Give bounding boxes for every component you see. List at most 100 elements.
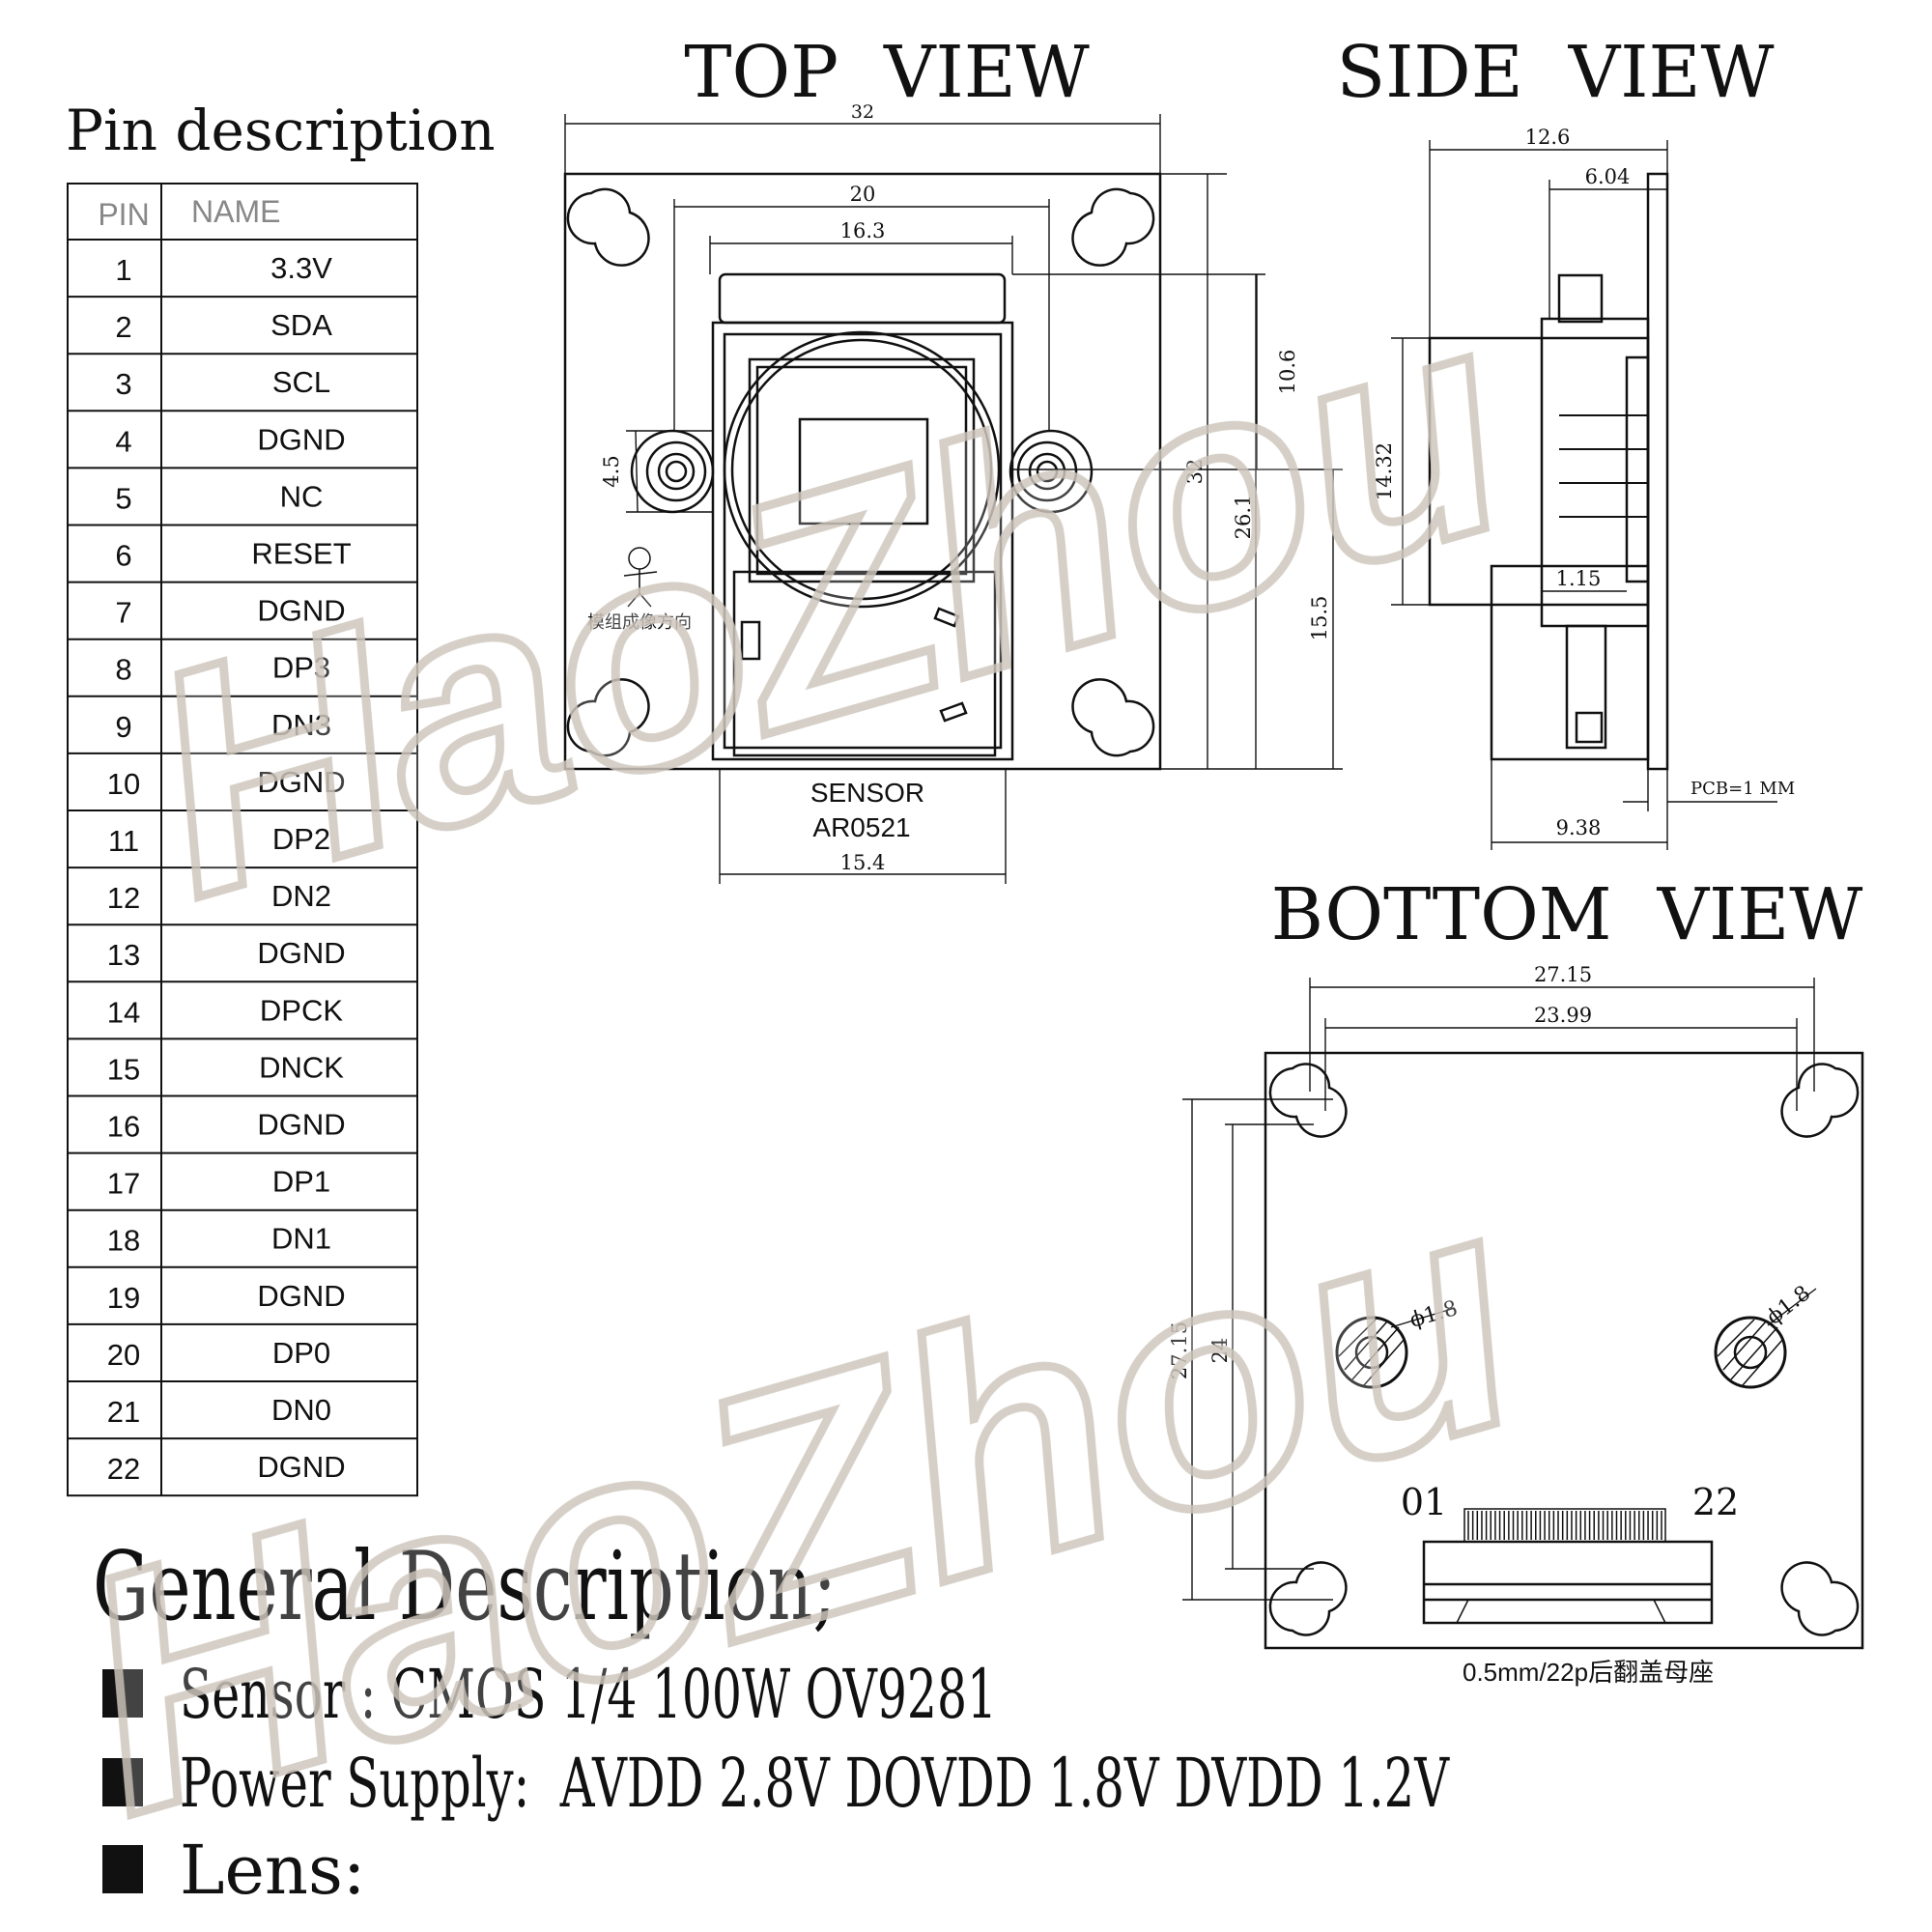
holder-slot-upper [933,607,960,628]
pin-name: DN3 [271,708,331,742]
connector-body [1422,1540,1714,1625]
pin-number: 2 [115,310,131,344]
lens-holder-top [718,272,1007,325]
top-view: TOP VIEW [563,31,1343,884]
bottom-dim-inner-width: 23.99 [1534,1004,1592,1027]
pin-table-header-pin: PIN [98,197,149,232]
pin-number: 7 [115,596,131,630]
bullet-2 [102,1758,143,1806]
connector-latch [1456,1599,1666,1624]
bullet-3 [102,1845,143,1893]
bottom-pcb-outline [1264,1051,1864,1650]
pin-name: DNCK [259,1050,344,1084]
bottom-dimensions [1182,978,1815,1601]
watermark-upper: HaoZhou [114,240,1540,963]
pin-number: 13 [107,938,140,972]
pin-number: 10 [107,767,140,801]
lens-barrel-inner [730,338,993,601]
pin-name: DGND [257,422,345,456]
holder-tab [740,620,761,661]
pin-number: 19 [107,1281,140,1315]
side-connector-pin [1575,711,1604,744]
side-dimensions [1391,140,1777,850]
top-dim-mount-spacing: 4.5 [600,455,623,487]
pin-name: DP2 [272,822,330,856]
top-dim-holder-width: 16.3 [840,219,886,242]
pin-number: 8 [115,653,131,687]
holder-slot-lower [939,701,968,723]
top-dim-inner-width: 20 [850,183,876,206]
top-dim-bottom-width: 15.4 [840,851,886,874]
pin-number: 9 [115,710,131,744]
side-hatch-lines [1559,414,1648,518]
pin-number: 22 [107,1452,140,1486]
connector-label: 0.5mm/22p后翻盖母座 [1463,1658,1714,1687]
side-lower-block [1490,564,1650,761]
bullet-1 [102,1669,143,1718]
pin-name: DP3 [272,651,330,685]
pin-description-title: Pin description [66,98,496,163]
pin-number: 6 [115,539,131,573]
orientation-label: 模组成像方向 [587,612,692,632]
pin-number: 5 [115,481,131,515]
bottom-dim-outer-width: 27.15 [1534,963,1592,986]
pin-number: 12 [107,881,140,915]
side-dim-height: 14.32 [1373,442,1396,500]
side-view: SIDE VIEW [1336,31,1795,850]
lens-square [748,357,976,583]
side-dim-pcb: PCB=1 MM [1690,779,1795,799]
pin-table-border [67,183,418,1497]
lens-holder-inner [723,332,1003,750]
pin-number: 1 [115,253,131,287]
side-dim-small: 1.15 [1556,567,1602,590]
side-pcb [1646,172,1669,771]
pin-name: SCL [272,365,330,399]
top-dim-width: 32 [851,101,874,123]
pin-number: 21 [107,1395,140,1429]
orientation-figure-icon [623,547,658,608]
bottom-dim-outer-height: 27.15 [1168,1321,1191,1379]
top-dim-right-b: 26.1 [1232,495,1255,540]
pin-name: DN1 [271,1222,331,1256]
general-title: General Description; [93,1532,837,1642]
side-connector [1565,624,1607,750]
side-top-cap [1557,273,1604,324]
pin-name: 3.3V [270,251,332,285]
pin-name: SDA [270,308,332,342]
pin-name: DN2 [271,879,331,913]
side-clip [1625,355,1650,583]
connector-pin-last: 22 [1692,1481,1739,1523]
pin-name: DN0 [271,1393,331,1427]
pin-number: 16 [107,1110,140,1144]
sensor-label-line2: AR0521 [812,812,910,842]
general-item-1: Sensor : CMOS 1/4 100W OV9281 [180,1655,997,1734]
pin-name: DP0 [272,1336,330,1370]
top-pcb-outline [563,172,1162,771]
sensor-window [798,417,929,526]
pin-number: 4 [115,424,131,458]
top-dim-right-a: 10.6 [1276,350,1299,395]
pin-number: 17 [107,1167,140,1201]
pin-name: DGND [257,594,345,628]
top-dim-right-c: 15.5 [1308,596,1331,641]
pin-number: 20 [107,1338,140,1372]
top-mount-screw-right [1009,429,1094,514]
top-view-title: TOP VIEW [684,31,1090,114]
pin-name: RESET [251,537,351,571]
hole-right-leader [1767,1288,1817,1326]
pin-name: DP1 [272,1165,330,1199]
pin-number: 15 [107,1052,140,1086]
side-dim-upper: 6.04 [1585,165,1631,188]
side-view-title: SIDE VIEW [1336,31,1774,114]
pin-number: 14 [107,995,140,1029]
side-dim-total: 12.6 [1525,126,1571,149]
top-dim-height: 32 [1183,459,1207,485]
pin-name: DGND [257,765,345,799]
connector-pin-lines [1467,1511,1662,1540]
general-description: General Description; Sensor : CMOS 1/4 1… [93,1532,1450,1910]
lens-holder-body [711,321,1014,761]
lens-square-inner [755,365,968,576]
